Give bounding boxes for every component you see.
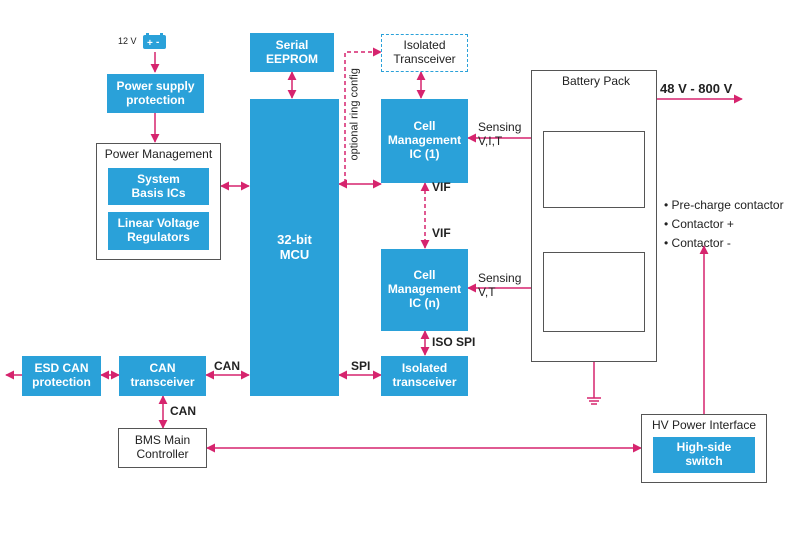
battery-pack-title: Battery Pack [561,74,631,88]
bms-main-controller-block: BMS Main Controller [118,428,207,468]
cell-management-ic-n-block: Cell Management IC (n) [381,249,468,331]
power-supply-protection-block: Power supply protection [107,74,204,113]
line-optional-ring [344,47,382,183]
hv-range-label: 48 V - 800 V [660,81,733,96]
system-basis-ics-block: System Basis ICs [108,168,209,205]
isolated-transceiver-bottom-block: Isolated transceiver [381,356,468,396]
high-side-switch-block: High-side switch [653,437,755,473]
spi-label: SPI [351,359,371,373]
contactor-item: • Contactor + [664,217,734,231]
cell-management-ic-1-block: Cell Management IC (1) [381,99,468,183]
sensing-1-label: Sensing V,I,T [478,120,522,148]
battery-icon: + - [143,33,166,49]
vif-label-2: VIF [432,226,451,240]
esd-can-protection-block: ESD CAN protection [22,356,101,396]
isolated-transceiver-top-block: Isolated Transceiver [381,34,468,72]
battery-module-bottom [543,252,645,332]
battery-module-top [543,131,645,208]
contactor-item: • Contactor - [664,236,731,250]
can-transceiver-block: CAN transceiver [119,356,206,396]
svg-text:-: - [156,37,159,48]
linear-voltage-regulators-block: Linear Voltage Regulators [108,212,209,250]
hv-power-interface-title: HV Power Interface [651,418,757,432]
svg-text:+: + [147,38,153,49]
serial-eeprom-block: Serial EEPROM [250,33,334,72]
battery-pack-frame [531,70,657,362]
optional-ring-config-label: optional ring config [348,68,361,161]
mcu-block: 32-bit MCU [250,99,339,396]
vif-label-1: VIF [432,180,451,194]
power-management-title: Power Management [104,147,213,161]
iso-spi-label: ISO SPI [432,335,476,349]
contactor-item: • Pre-charge contactor [664,198,784,212]
sensing-n-label: Sensing V,T [478,271,522,299]
can-label-2: CAN [170,404,196,418]
can-label-1: CAN [214,359,240,373]
supply-voltage-label: 12 V [118,36,137,46]
contactor-list: • Pre-charge contactor • Contactor + • C… [664,196,784,253]
